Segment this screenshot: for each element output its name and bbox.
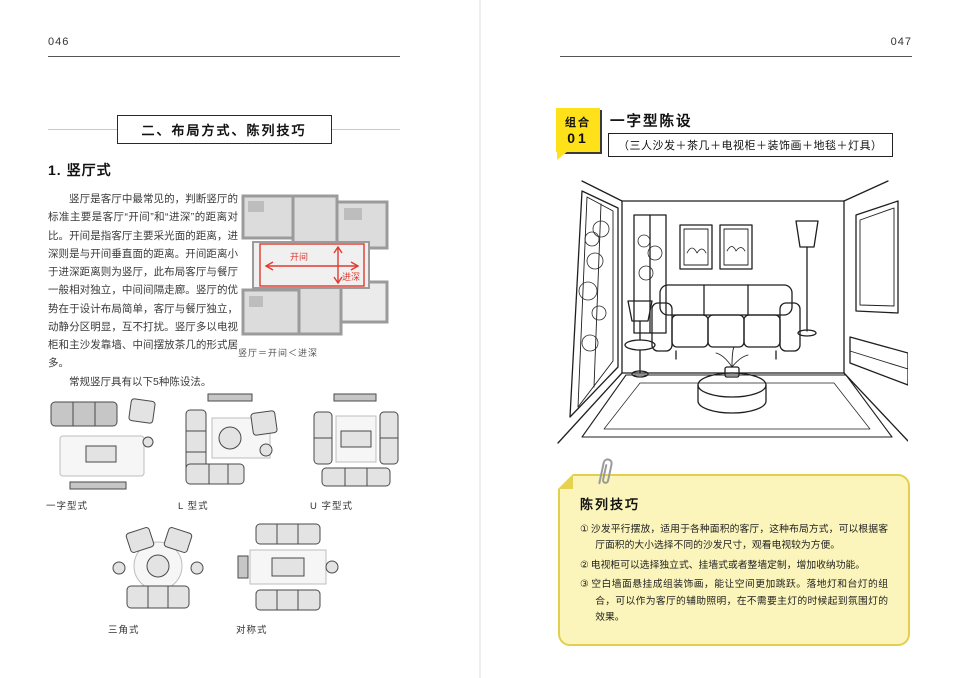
layout-label: L 型式 — [178, 501, 209, 512]
layout-label: 一字型式 — [46, 501, 89, 512]
section-title-line-right — [331, 128, 401, 130]
layout-sketch-triangle: 三角式 — [108, 518, 208, 636]
page-right: 047 组合 01 一字型陈设 （三人沙发＋茶几＋电视柜＋装饰画＋地毯＋灯具） — [480, 0, 960, 678]
layout-sketch-symmetric: 对称式 — [236, 518, 340, 636]
layout-sketch-u-shape: U 字型式 — [310, 392, 402, 512]
header-rule — [560, 56, 912, 57]
page-gutter — [479, 0, 481, 678]
tip-number: ① — [580, 524, 589, 535]
layout-sketch-straight: 一字型式 — [46, 392, 158, 512]
combo-title: 一字型陈设 — [610, 114, 693, 130]
layout-sketch-l-shape: L 型式 — [178, 392, 282, 512]
combo-number-badge: 组合 01 — [556, 108, 600, 160]
tip-number: ② — [580, 559, 589, 571]
combo-subtitle: （三人沙发＋茶几＋电视柜＋装饰画＋地毯＋灯具） — [608, 133, 893, 157]
section-title-row: 二、布局方式、陈列技巧 — [48, 114, 401, 144]
badge-number: 01 — [567, 130, 589, 146]
page-number: 047 — [890, 36, 912, 48]
tip-text: 沙发平行摆放，适用于各种面积的客厅，这种布局方式，可以根据客厅面积的大小选择不同… — [590, 524, 888, 552]
body-text-column: 竖厅是客厅中最常见的，判断竖厅的标准主要是客厅“开间”和“进深”的距离对比。开间… — [48, 190, 238, 391]
tip-text: 电视柜可以选择独立式、挂墙式或者整墙定制，增加收纳功能。 — [590, 559, 866, 571]
paperclip-icon — [598, 458, 613, 485]
layout-label: U 字型式 — [310, 501, 354, 512]
floor-plan-caption: 竖厅＝开间＜进深 — [238, 348, 319, 358]
badge-label: 组合 — [565, 117, 591, 129]
subsection-heading: 1. 竖厅式 — [48, 162, 112, 178]
header-rule — [48, 56, 400, 57]
floor-plan-image: 开间 进深 — [241, 194, 389, 336]
section-title-line-left — [48, 128, 117, 130]
living-room-illustration — [557, 180, 908, 444]
plan-label-depth: 进深 — [342, 272, 360, 282]
plan-label-width: 开间 — [290, 251, 308, 262]
page-left: 046 二、布局方式、陈列技巧 1. 竖厅式 竖厅是客厅中最常见的，判断竖厅的标… — [46, 36, 402, 636]
layout-label: 对称式 — [236, 625, 268, 636]
page-number: 046 — [48, 36, 70, 48]
tips-title: 陈列技巧 — [580, 497, 641, 512]
body-paragraph: 竖厅是客厅中最常见的，判断竖厅的标准主要是客厅“开间”和“进深”的距离对比。开间… — [48, 193, 238, 370]
tip-text: 空白墙面悬挂成组装饰画，能让空间更加跳跃。落地灯和台灯的组合，可以作为客厅的辅助… — [591, 579, 888, 624]
body-paragraph: 常规竖厅具有以下5种陈设法。 — [69, 375, 212, 388]
tip-number: ③ — [580, 579, 590, 591]
section-title: 二、布局方式、陈列技巧 — [116, 114, 332, 144]
layout-label: 三角式 — [108, 625, 140, 636]
